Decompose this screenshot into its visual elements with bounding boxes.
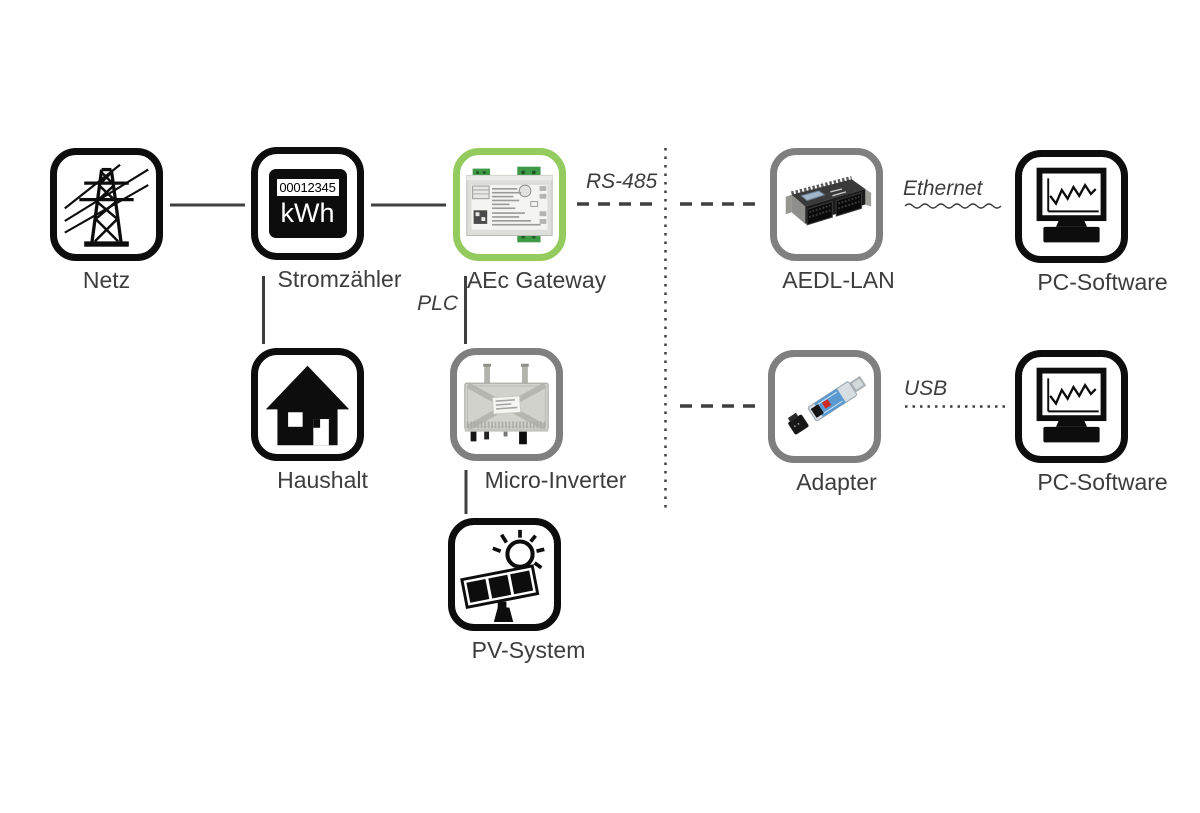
node-pc-software-top: PC-Software xyxy=(1015,150,1168,295)
adapter-box xyxy=(768,350,881,463)
haushalt-box xyxy=(251,348,364,461)
node-label: PV-System xyxy=(471,637,586,663)
rs485-label: RS-485 xyxy=(586,170,658,193)
aec-gateway-box xyxy=(453,148,566,261)
aedl-lan-box xyxy=(770,148,883,261)
node-adapter: Adapter xyxy=(768,350,881,495)
monitor-chart-icon xyxy=(1036,367,1107,443)
node-pc-software-bottom: PC-Software xyxy=(1015,350,1168,495)
solar-panel-sun-icon xyxy=(460,529,545,623)
node-label: Netz xyxy=(82,267,131,293)
node-aedl-lan: AEDL-LAN xyxy=(770,148,895,293)
stromzaehler-box: 00012345 kWh xyxy=(251,147,364,260)
node-netz: Netz xyxy=(50,148,163,293)
node-micro-inverter: Micro-Inverter xyxy=(450,348,626,493)
gateway-device-photo xyxy=(466,166,553,243)
netz-box xyxy=(50,148,163,261)
node-label: Adapter xyxy=(796,469,877,495)
micro-inverter-box xyxy=(450,348,563,461)
node-label: PC-Software xyxy=(1037,269,1168,295)
meter-reading: 00012345 xyxy=(276,179,339,196)
meter-unit: kWh xyxy=(280,198,335,228)
node-label: AEc Gateway xyxy=(466,267,607,293)
energy-meter-icon: 00012345 kWh xyxy=(268,169,347,238)
plc-label: PLC xyxy=(417,292,458,315)
node-label: Haushalt xyxy=(277,467,368,493)
connection-ethernet-wavy xyxy=(904,203,1002,209)
node-stromzaehler: 00012345 kWh Stromzähler xyxy=(251,147,401,292)
pc-software-bottom-box xyxy=(1015,350,1128,463)
node-pv-system: PV-System xyxy=(448,518,585,663)
datalogger-device-photo xyxy=(785,175,872,226)
usb-adapter-photo xyxy=(787,375,867,435)
node-label: Stromzähler xyxy=(277,266,402,292)
power-tower-icon xyxy=(64,163,149,247)
node-label: Micro-Inverter xyxy=(484,467,627,493)
node-label: PC-Software xyxy=(1037,469,1168,495)
pv-system-box xyxy=(448,518,561,631)
node-aec-gateway: AEc Gateway xyxy=(453,148,606,293)
inverter-device-photo xyxy=(464,363,549,445)
house-icon xyxy=(265,365,350,446)
node-haushalt: Haushalt xyxy=(251,348,368,493)
pc-software-top-box xyxy=(1015,150,1128,263)
usb-label: USB xyxy=(904,377,948,400)
ethernet-label: Ethernet xyxy=(903,177,983,200)
node-label: AEDL-LAN xyxy=(782,267,895,293)
monitor-chart-icon xyxy=(1036,167,1107,243)
